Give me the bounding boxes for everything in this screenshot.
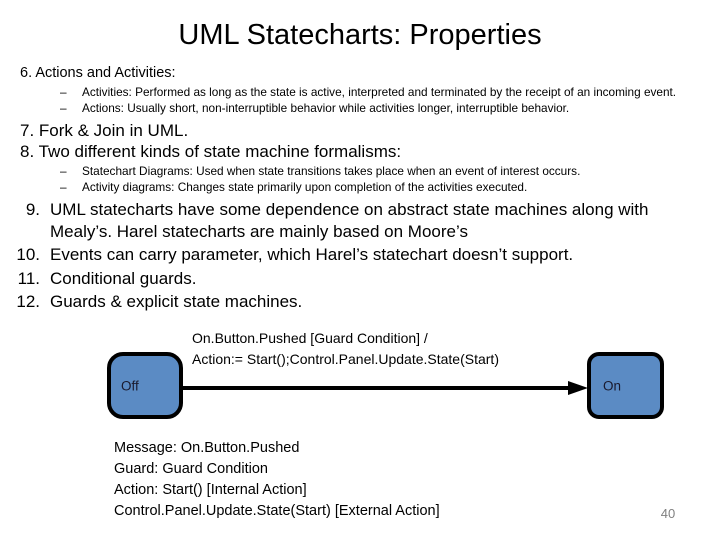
outline-item-8: 8. Two different kinds of state machine … [20,142,402,161]
outline-item-12-text: Guards & explicit state machines. [50,292,303,311]
outline-body: 6. Actions and Activities: – Activities:… [0,64,720,313]
page-title: UML Statecharts: Properties [178,19,542,51]
outline-item-6: 6. Actions and Activities: [20,65,176,81]
outline-item-12-number: 12. [16,292,40,311]
dash-bullet-icon: – [60,179,67,194]
outline-item-7: 7. Fork & Join in UML. [20,121,189,140]
legend-action-internal: Action: Start() [Internal Action] [114,482,307,498]
transition-arrow-line[interactable] [183,386,570,390]
outline-item-12: 12. Guards & explicit state machines. [0,291,720,313]
dash-bullet-icon: – [60,100,67,115]
outline-subitem-6b-text: Actions: Usually short, non-interruptibl… [82,100,570,115]
outline-subitem-6a-text: Activities: Performed as long as the sta… [82,85,677,99]
outline-item-9-text: UML statecharts have some dependence on … [50,200,649,241]
outline-item-10-text: Events can carry parameter, which Harel’… [50,245,574,264]
dash-bullet-icon: – [60,164,67,178]
outline-subitem-6a: – Activities: Performed as long as the s… [0,85,720,101]
page-number: 40 [660,506,676,521]
state-node-off[interactable]: Off [107,352,183,419]
legend-message: Message: On.Button.Pushed [114,440,300,456]
transition-label-line1: On.Button.Pushed [Guard Condition] / [192,330,428,346]
state-node-on-label: On [603,378,622,393]
outline-item-9-number: 9. [25,200,40,219]
transition-label-line2: Action:= Start();Control.Panel.Update.St… [192,351,499,367]
state-node-off-label: Off [121,378,139,393]
outline-item-11-text: Conditional guards. [50,268,197,288]
outline-item-11-number: 11. [17,268,40,288]
outline-subitem-8a-text: Statechart Diagrams: Used when state tra… [82,164,581,178]
outline-item-9: 9. UML statecharts have some dependence … [0,199,720,242]
outline-subitem-8b: – Activity diagrams: Changes state prima… [0,180,720,196]
state-node-on[interactable]: On [587,352,664,419]
transition-label: On.Button.Pushed [Guard Condition] / Act… [192,328,499,370]
outline-item-10: 10. Events can carry parameter, which Ha… [0,244,720,266]
outline-item-11: 11. Conditional guards. [0,268,720,290]
transition-arrowhead-icon [568,381,588,395]
transition-legend: Message: On.Button.Pushed Guard: Guard C… [114,438,440,522]
outline-subitem-8b-text: Activity diagrams: Changes state primari… [82,179,528,194]
outline-subitem-6b: – Actions: Usually short, non-interrupti… [0,101,720,117]
outline-subitem-8a: – Statechart Diagrams: Used when state t… [0,164,720,180]
legend-guard: Guard: Guard Condition [114,461,268,477]
dash-bullet-icon: – [60,85,67,99]
outline-item-10-number: 10. [16,245,40,264]
legend-action-external: Control.Panel.Update.State(Start) [Exter… [114,503,440,519]
